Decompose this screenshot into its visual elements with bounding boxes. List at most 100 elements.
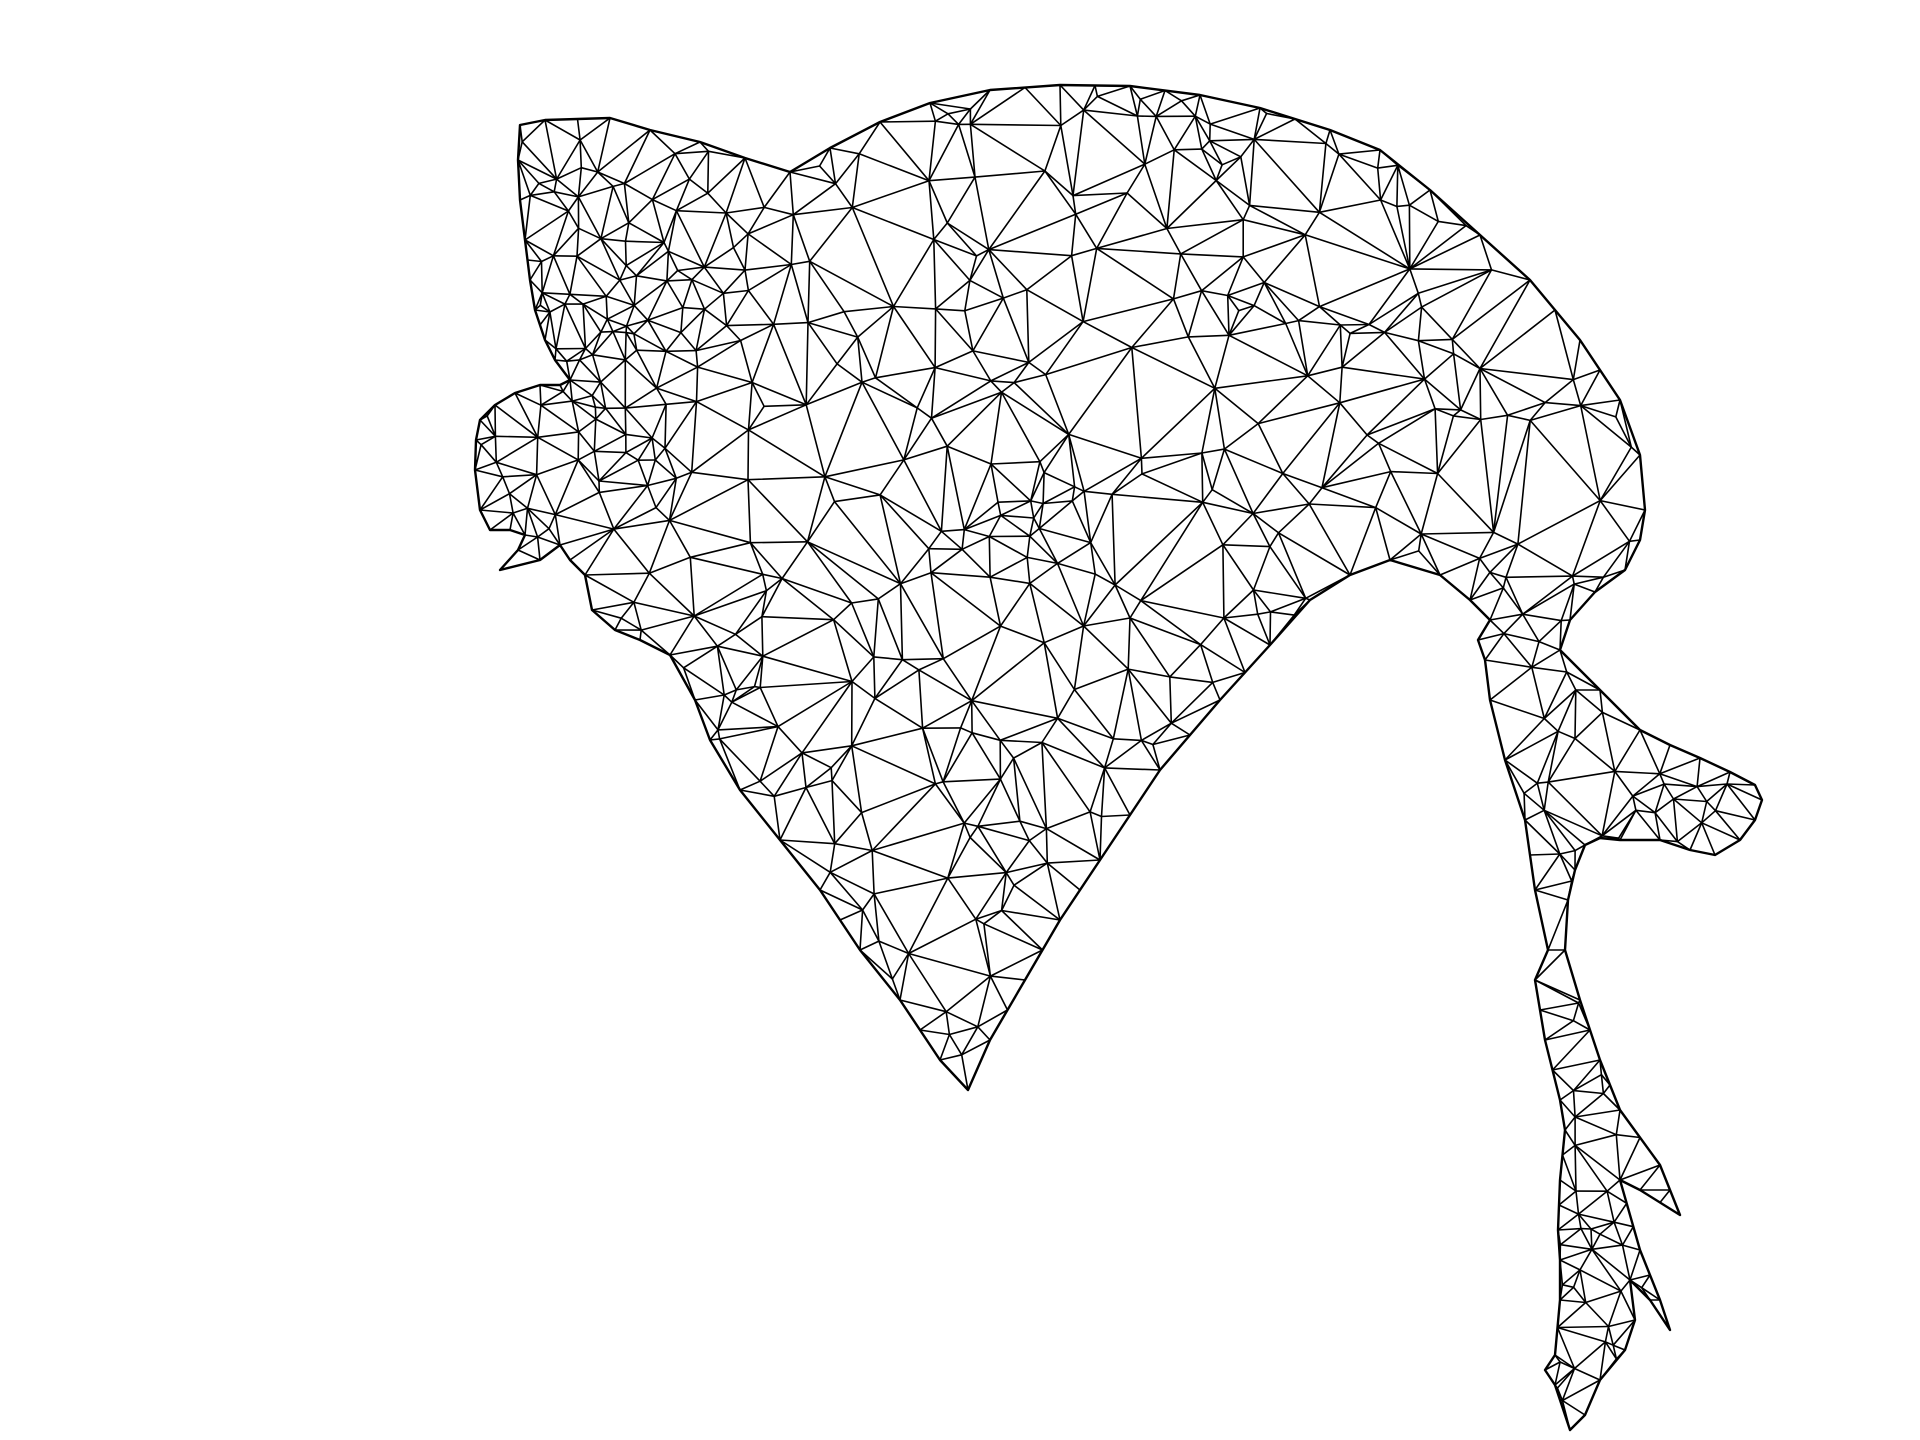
mesh-edge (1046, 859, 1101, 864)
mesh-edge (1338, 153, 1382, 201)
mesh-edge (1179, 253, 1244, 258)
mesh-edge (627, 222, 665, 244)
mesh-edge (1321, 442, 1380, 489)
mesh-edge (1082, 109, 1146, 165)
mesh-edge (851, 179, 930, 209)
mesh-edge (591, 331, 602, 356)
mesh-edge (1038, 500, 1074, 530)
mesh-edge (534, 309, 551, 313)
mesh-edge (927, 530, 943, 550)
mesh-edge (1451, 279, 1531, 341)
mesh-edge (635, 349, 667, 353)
mesh-edge (871, 849, 875, 895)
mesh-edge (1561, 1367, 1576, 1402)
mesh-edge (1056, 562, 1096, 575)
mesh-edge (591, 601, 635, 611)
mesh-edge (680, 306, 684, 334)
mesh-edge (829, 871, 864, 911)
mesh-edge (829, 849, 874, 874)
mesh-edge (693, 589, 768, 617)
mesh-edge (1103, 737, 1115, 769)
mesh-edge (1349, 506, 1377, 576)
mesh-edge (761, 573, 768, 592)
mesh-edge (1451, 338, 1455, 355)
mesh-edge (1129, 85, 1142, 101)
mesh-edge (1559, 1179, 1577, 1192)
mesh-edge (930, 571, 945, 660)
mesh-edge (1083, 490, 1092, 544)
mesh-edge (1700, 809, 1717, 824)
mesh-edge (665, 331, 682, 353)
mesh-edge (1469, 557, 1481, 601)
mesh-edge (667, 250, 706, 268)
mesh-edge (988, 535, 1028, 559)
mesh-edge (1560, 619, 1571, 622)
mesh-edge (576, 237, 602, 258)
mesh-edge (725, 206, 766, 214)
mesh-edge (1504, 717, 1546, 761)
mesh-edge (664, 447, 678, 480)
mesh-edge (969, 89, 991, 110)
mesh-edge (1073, 688, 1115, 740)
mesh-edge (850, 744, 937, 785)
mesh-edge (1029, 460, 1041, 502)
mesh-edge (960, 1054, 969, 1091)
mesh-edge (1559, 1099, 1576, 1118)
mesh-edge (1632, 795, 1637, 812)
mesh-edge (1200, 289, 1229, 297)
mesh-edge (772, 323, 808, 406)
mesh-edge (514, 392, 542, 407)
mesh-edge (1417, 533, 1422, 552)
mesh-edge (1654, 783, 1665, 814)
mesh-edge (930, 417, 949, 448)
mesh-edge (1517, 419, 1531, 545)
mesh-edge (1396, 204, 1411, 208)
mesh-edge (1029, 500, 1044, 505)
mesh-edge (722, 289, 750, 295)
mesh-edge (1000, 391, 1041, 463)
mesh-edge (1726, 783, 1763, 801)
mesh-edge (635, 349, 658, 389)
mesh-edge (1504, 759, 1539, 785)
mesh-edge (1325, 142, 1340, 155)
mesh-edge (934, 120, 960, 126)
mesh-edge (1547, 737, 1576, 783)
mesh-edge (749, 540, 809, 544)
mesh-edge (635, 241, 665, 277)
mesh-edge (1705, 783, 1728, 803)
mesh-edge (1574, 1144, 1621, 1181)
mesh-edge (1269, 531, 1280, 548)
mesh-edge (675, 192, 709, 212)
mesh-edge (1338, 153, 1379, 169)
mesh-edge (1599, 454, 1641, 502)
mesh-edge (1111, 473, 1143, 496)
mesh-edge (1152, 722, 1173, 746)
mesh-edge (1572, 378, 1582, 407)
mesh-edge (695, 381, 753, 403)
mesh-edge (899, 999, 948, 1013)
mesh-edge (843, 305, 895, 313)
mesh-edge (1408, 189, 1431, 206)
mesh-edge (801, 680, 853, 754)
mesh-edge (475, 435, 497, 441)
mesh-edge (1659, 744, 1671, 775)
mesh-edge (1341, 366, 1426, 380)
mesh-edge (1628, 539, 1641, 543)
mesh-edge (1434, 407, 1462, 411)
mesh-edge (1166, 179, 1217, 230)
mesh-edge (899, 547, 930, 585)
mesh-edge (1252, 472, 1284, 515)
mesh-edge (1573, 1367, 1601, 1381)
mesh-edge (1060, 109, 1085, 127)
mesh-edge (1140, 543, 1224, 602)
mesh-edge (1082, 247, 1098, 323)
mesh-edge (1396, 164, 1399, 208)
mesh-edge (747, 405, 765, 431)
mesh-edge (1579, 404, 1601, 502)
mesh-edge (618, 274, 638, 281)
mesh-edge (1621, 1244, 1631, 1281)
mesh-edge (1579, 404, 1617, 418)
mesh-edge (576, 227, 580, 258)
mesh-edge (1253, 138, 1327, 145)
mesh-edge (655, 350, 667, 389)
